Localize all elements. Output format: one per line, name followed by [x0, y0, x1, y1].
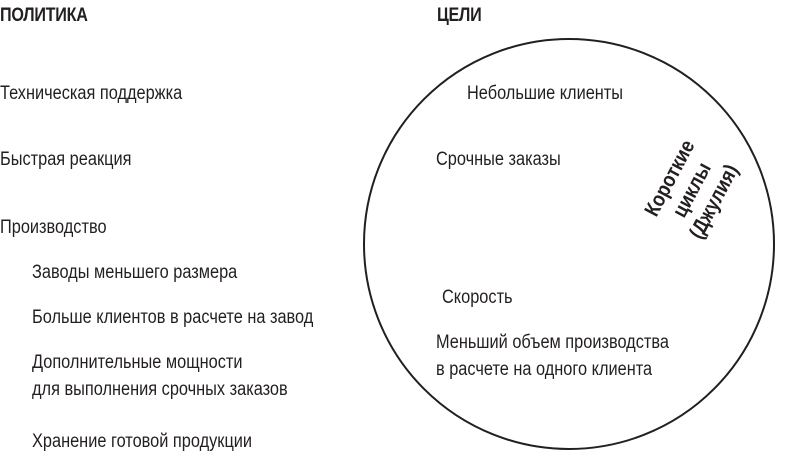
goals-heading: ЦЕЛИ [437, 5, 482, 26]
policy-item-line: Больше клиентов в расчете на завод [32, 307, 314, 328]
policy-subitem-smaller-plants: Заводы меньшего размера [32, 259, 237, 286]
policy-subitem-finished-goods-storage: Хранение готовой продукции [32, 428, 252, 455]
goal-item-lower-volume: Меньший объем производства в расчете на … [436, 329, 669, 383]
goal-item-small-clients: Небольшие клиенты [467, 80, 623, 107]
goal-item-line: в расчете на одного клиента [436, 359, 653, 380]
goal-item-urgent-orders: Срочные заказы [436, 146, 561, 173]
policy-item-line: Хранение готовой продукции [32, 431, 253, 452]
policy-item-line: для выполнения срочных заказов [32, 379, 288, 400]
policy-subitem-extra-capacity: Дополнительные мощности для выполнения с… [32, 349, 288, 403]
policy-item-line: Производство [0, 217, 107, 238]
policy-subitem-more-clients: Больше клиентов в расчете на завод [32, 304, 313, 331]
policy-item-line: Быстрая реакция [0, 149, 132, 170]
policy-item-tech-support: Техническая поддержка [0, 80, 182, 107]
policy-item-production: Производство [0, 214, 107, 241]
goal-item-line: Небольшие клиенты [467, 83, 624, 104]
goal-item-line: Срочные заказы [436, 149, 561, 170]
policy-heading: ПОЛИТИКА [0, 5, 88, 26]
goal-item-speed: Скорость [442, 284, 513, 311]
policy-item-line: Заводы меньшего размера [32, 262, 238, 283]
policy-item-line: Дополнительные мощности [32, 352, 243, 373]
goal-item-line: Меньший объем производства [436, 332, 669, 353]
policy-item-fast-response: Быстрая реакция [0, 146, 131, 173]
goal-item-line: Скорость [442, 287, 513, 308]
goals-circle [363, 38, 775, 450]
policy-item-line: Техническая поддержка [0, 83, 183, 104]
